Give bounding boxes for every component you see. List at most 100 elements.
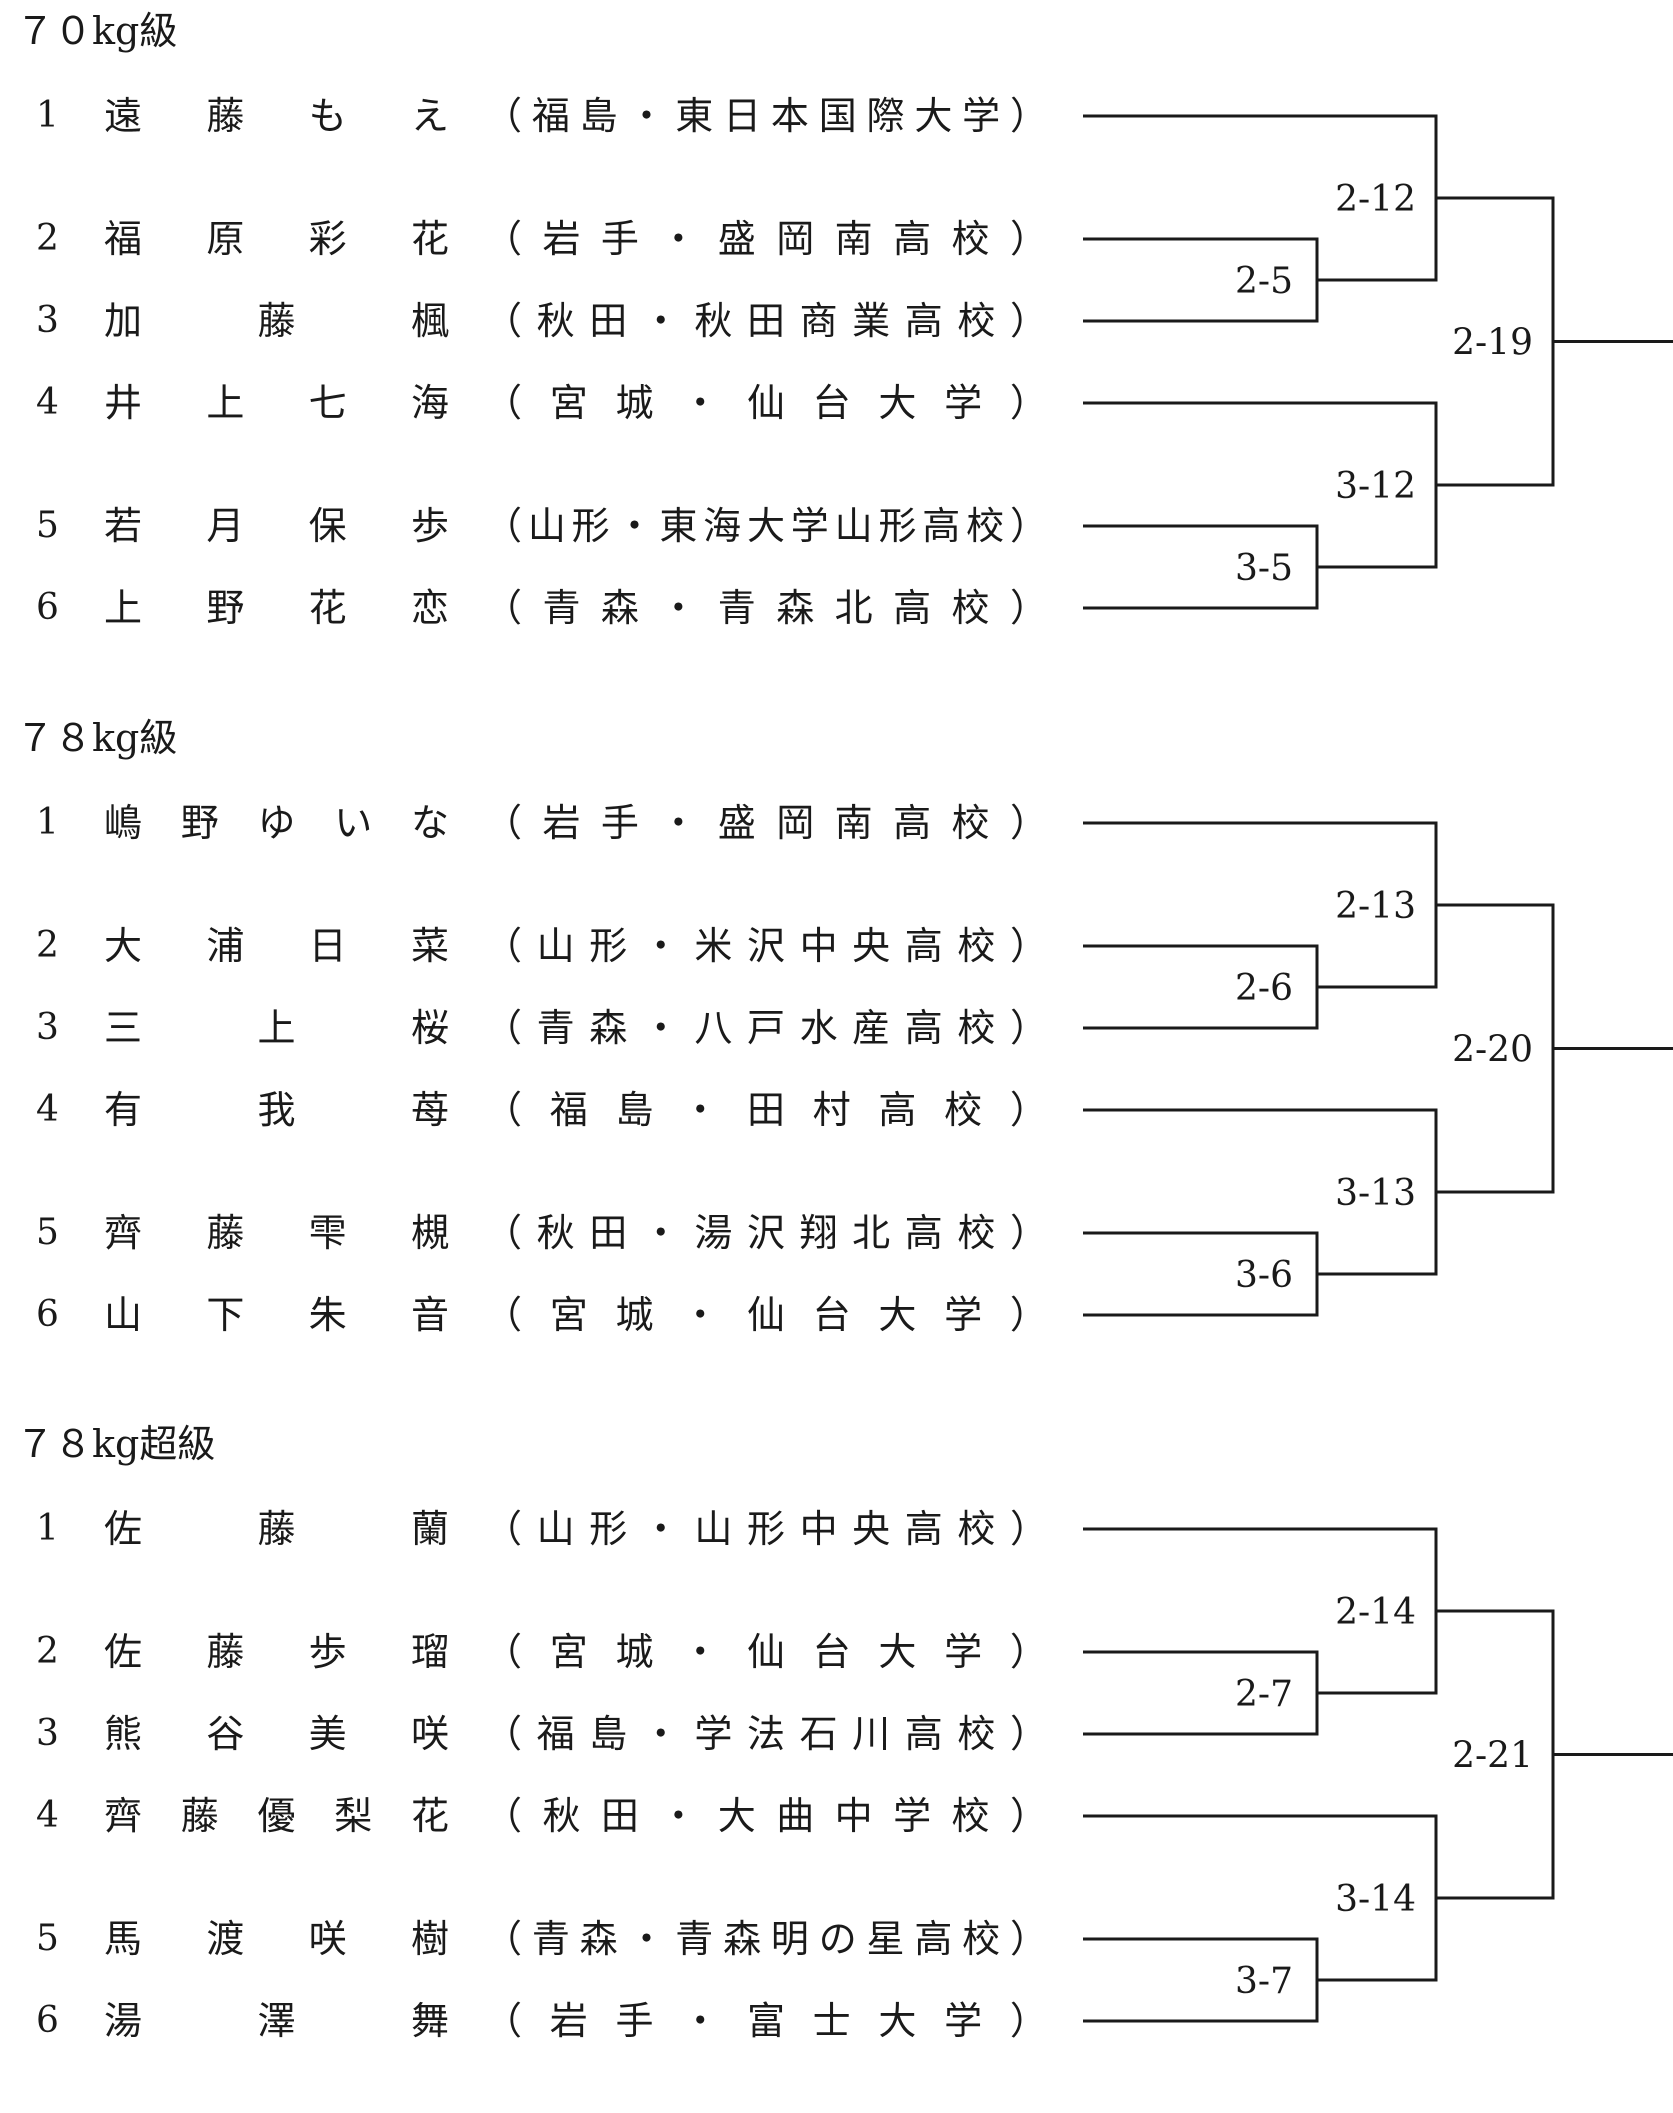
player-affiliation-char: 大 [878,381,917,425]
player-name-char: 舞 [410,1999,449,2043]
player-affiliation-char: （ [484,381,523,425]
player-affiliation-char: 形 [878,504,917,548]
player-name-char: 苺 [410,1088,449,1132]
player-affiliation-char: 南 [834,801,873,845]
player-affiliation-char: ・ [681,381,720,425]
player-affiliation-char: 大 [746,504,785,548]
player-affiliation-char: （ [484,1999,523,2043]
player-name-char: 野 [206,586,245,630]
player-affiliation-char: 高 [904,1211,943,1255]
player-affiliation-char: ） [1009,217,1048,261]
player-affiliation-char: 島 [589,1712,628,1756]
player-affiliation-char: 校 [957,299,996,343]
player-affiliation-char: 田 [589,299,628,343]
player-affiliation-char: 台 [812,1630,851,1674]
player-affiliation-char: ） [1009,299,1048,343]
match-label: 3-12 [1335,466,1416,507]
player-affiliation-char: ・ [659,801,698,845]
player-seed: 3 [36,1713,59,1754]
player-name-char: 浦 [206,924,245,968]
player-affiliation-char: 宮 [549,1293,588,1337]
player-name-char: え [410,94,449,138]
player-affiliation: （岩手・盛岡南高校） [484,798,1048,848]
player-affiliation-char: ） [1009,94,1048,138]
player-affiliation-char: 田 [589,1211,628,1255]
player-affiliation-char: 岡 [776,801,815,845]
match-label: 2-20 [1452,1030,1533,1071]
player-name-char: 桜 [410,1006,449,1050]
player-affiliation-char: 学 [944,1293,983,1337]
player-name-char: 齊 [104,1794,143,1838]
player-affiliation-char: ） [1009,1006,1048,1050]
player-name-char: 井 [104,381,143,425]
player-affiliation-char: （ [484,1712,523,1756]
player-affiliation-char: 高 [904,1006,943,1050]
player-affiliation-char: ） [1009,1293,1048,1337]
player-affiliation-char: 森 [723,1917,762,1961]
player-affiliation-char: 沢 [746,924,785,968]
player-affiliation-char: ） [1009,1794,1048,1838]
player-affiliation-char: 田 [746,299,785,343]
player-affiliation: （青森・青森明の星高校） [484,1914,1048,1964]
player-affiliation: （福島・田村高校） [484,1085,1048,1135]
weight-class-title: ７０kg級 [16,9,178,53]
player-affiliation-char: ・ [641,1006,680,1050]
player-name-char: 彩 [308,217,347,261]
player-affiliation-char: 日 [723,94,762,138]
player-affiliation-char: 山 [527,504,566,548]
player-name-char: 藤 [257,1507,296,1551]
player-affiliation-char: 星 [866,1917,905,1961]
player-name: 馬渡咲樹 [104,1914,449,1964]
player-affiliation-char: 八 [694,1006,733,1050]
player-affiliation-char: 明 [770,1917,809,1961]
player-affiliation-char: 大 [878,1999,917,2043]
player-affiliation-char: 国 [818,94,857,138]
player-affiliation-char: 校 [957,924,996,968]
player-seed: 6 [36,1294,59,1335]
player-name-char: 日 [308,924,347,968]
player-affiliation-char: 高 [893,217,932,261]
player-affiliation-char: 校 [966,504,1005,548]
player-name-char: 花 [410,217,449,261]
player-affiliation-char: 秋 [536,299,575,343]
player-affiliation: （秋田・大曲中学校） [484,1791,1048,1841]
player-affiliation-char: ・ [641,924,680,968]
player-affiliation-char: ・ [641,1712,680,1756]
player-affiliation-char: 法 [746,1712,785,1756]
player-name-char: 恋 [410,586,449,630]
player-affiliation-char: 産 [852,1006,891,1050]
player-name: 井上七海 [104,378,449,428]
player-affiliation-char: 岡 [776,217,815,261]
match-label: 2-6 [1235,968,1293,1009]
player-affiliation-char: 校 [957,1211,996,1255]
player-affiliation-char: 学 [893,1794,932,1838]
player-name-char: 歩 [410,504,449,548]
player-affiliation: （青森・八戸水産高校） [484,1003,1048,1053]
player-name: 三上桜 [104,1003,449,1053]
player-affiliation-char: 宮 [549,1630,588,1674]
player-name-char: 保 [308,504,347,548]
player-affiliation-char: 高 [904,924,943,968]
player-name-char: 下 [206,1293,245,1337]
match-label: 2-7 [1235,1674,1293,1715]
player-name-char: 三 [104,1006,143,1050]
player-affiliation-char: 岩 [542,217,581,261]
player-affiliation-char: 北 [852,1211,891,1255]
player-affiliation-char: ） [1009,586,1048,630]
player-name: 加藤楓 [104,296,449,346]
player-affiliation-char: 学 [694,1712,733,1756]
player-name: 福原彩花 [104,214,449,264]
player-affiliation: （秋田・秋田商業高校） [484,296,1048,346]
player-affiliation-char: 北 [834,586,873,630]
player-affiliation-char: 島 [615,1088,654,1132]
player-name: 佐藤歩瑠 [104,1627,449,1677]
player-seed: 3 [36,1007,59,1048]
player-affiliation-char: 高 [904,299,943,343]
player-affiliation-char: 高 [904,1712,943,1756]
tournament-bracket: 2-73-72-143-142-21 [1083,1527,1673,2023]
player-affiliation-char: 大 [717,1794,756,1838]
